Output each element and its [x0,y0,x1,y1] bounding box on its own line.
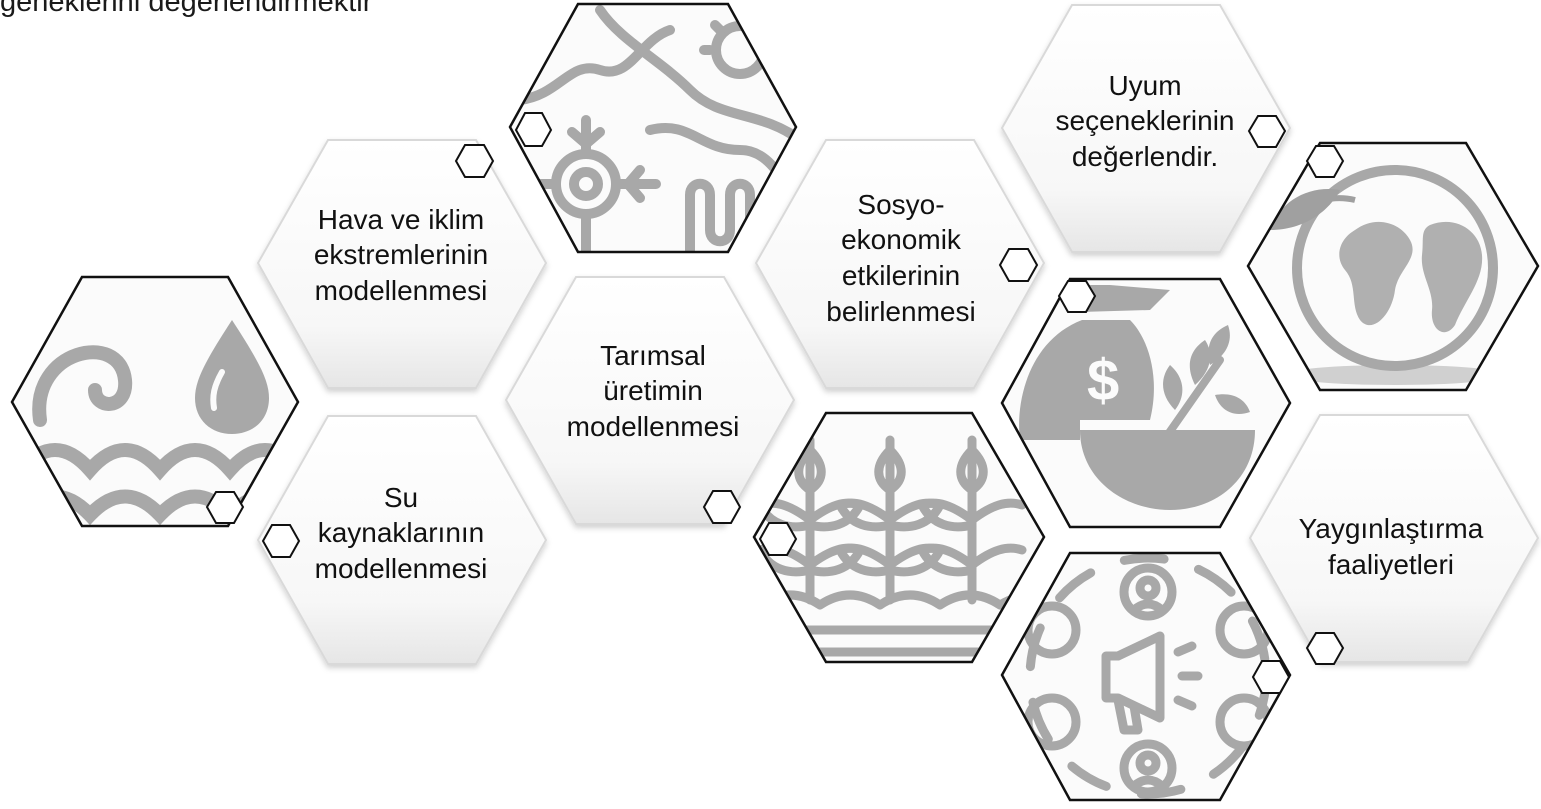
label-line: seçeneklerinin [1055,105,1235,137]
globe-leaf-icon [1246,141,1540,392]
small-hexagon-icon [514,112,553,147]
partial-heading-text: ğeneklerini değerlendirmektir [0,0,373,18]
label-line: Sosyo- [857,188,945,220]
label-line: değerlendir. [1071,140,1219,172]
label-line: modellenmesi [314,552,488,584]
money-bag-food-bowl-icon: $ [1000,277,1292,529]
small-hexagon-icon [1251,660,1291,694]
small-hexagon-icon [205,491,245,524]
small-hexagon-icon [758,522,798,556]
tile-hava-iklim [256,139,548,389]
label-line: Uyum [1108,69,1182,101]
tile-su-kaynaklari [256,415,548,665]
label-line: ekstremlerinin [313,239,489,271]
small-hexagon-icon [1057,280,1097,313]
tile-sosyo-ekonomik [754,139,1046,389]
label-line: Tarımsal [600,339,706,371]
label-line: etkilerinin [841,260,961,291]
label-line: belirlenmesi [826,295,976,327]
small-hexagon-icon [261,524,301,558]
tile-tarimsal-uretim [504,276,796,525]
small-hexagon-icon [998,248,1039,282]
label-line: Yaygınlaştırma [1298,513,1484,545]
water-wave-drop-icon [10,275,300,528]
label-line: üretimin [603,375,703,407]
small-hexagon-icon [1305,632,1345,665]
small-hexagon-icon [1247,115,1287,148]
climate-snow-sun-map-icon [508,2,798,254]
label-line: ekonomik [841,224,961,256]
tile-uyum [1000,4,1292,253]
label-line: Hava ve iklim [317,203,485,235]
label-sosyo-ekonomik: Sosyo-ekonomik etkilerinin belirlenmesi [768,170,1034,346]
label-yayginlastirma: Yaygınlaştırma faaliyetleri [1256,502,1526,592]
label-line: modellenmesi [314,274,488,306]
label-line: modellenmesi [566,410,740,442]
svg-text:$: $ [1087,348,1119,413]
people-network-megaphone-icon [1000,551,1292,802]
small-hexagon-icon [702,490,742,524]
crop-plants-icon [752,411,1046,664]
small-hexagon-icon [454,144,495,178]
small-hexagon-icon [1305,145,1345,178]
label-line: Su [383,481,419,513]
label-line: faaliyetleri [1327,549,1455,580]
label-line: kaynaklarının [317,517,485,549]
